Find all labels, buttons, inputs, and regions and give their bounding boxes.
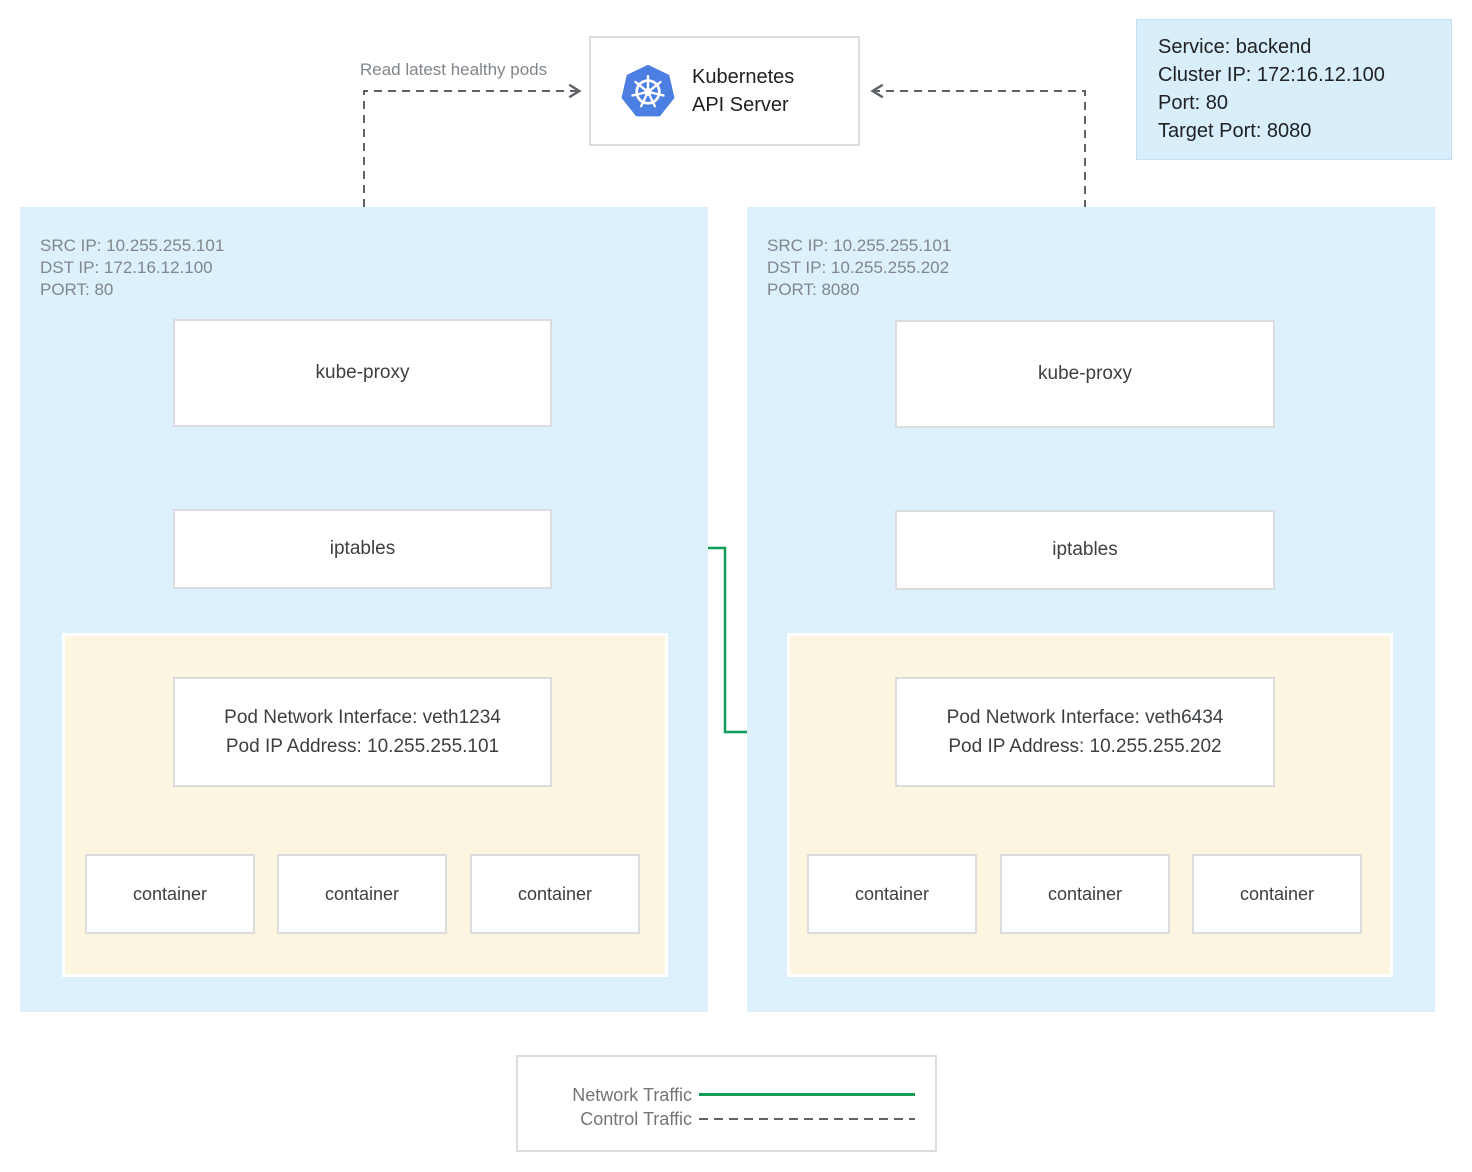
service-cluster-ip: Cluster IP: 172:16.12.100 [1158,64,1385,86]
pod-left-ip: Pod IP Address: 10.255.255.101 [225,736,500,757]
pod-right-interface: Pod Network Interface: veth6434 [946,707,1224,728]
node-left-dst-ip: DST IP: 172.16.12.100 [40,258,213,277]
container-box: container [807,854,977,934]
node-left: SRC IP: 10.255.255.101 DST IP: 172.16.12… [20,207,708,1012]
api-server-title: Kubernetes API Server [692,63,794,119]
pod-interface-box-right: Pod Network Interface: veth6434 Pod IP A… [895,677,1275,787]
legend-box: Network Traffic Control Traffic [516,1055,937,1152]
api-server-box: Kubernetes API Server [589,36,860,146]
node-left-header: SRC IP: 10.255.255.101 DST IP: 172.16.12… [40,235,224,301]
read-latest-healthy-pods-label: Read latest healthy pods [360,60,548,79]
node-right: SRC IP: 10.255.255.101 DST IP: 10.255.25… [747,207,1435,1012]
container-box: container [277,854,447,934]
legend-network-traffic-label: Network Traffic [572,1085,692,1105]
api-server-title-line2: API Server [692,94,789,116]
service-info-card: Service: backend Cluster IP: 172:16.12.1… [1136,19,1452,160]
container-box: container [1192,854,1362,934]
node-right-port: PORT: 8080 [767,280,860,299]
legend-control-traffic-line [699,1118,915,1120]
container-box: container [470,854,640,934]
node-right-src-ip: SRC IP: 10.255.255.101 [767,236,952,255]
service-target-port: Target Port: 8080 [1158,120,1312,142]
node-left-port: PORT: 80 [40,280,114,299]
pod-left-interface: Pod Network Interface: veth1234 [224,707,501,728]
container-box: container [85,854,255,934]
service-name: Service: backend [1158,36,1312,58]
kube-proxy-box-left: kube-proxy [173,319,552,427]
kube-proxy-box-right: kube-proxy [895,320,1275,428]
service-port: Port: 80 [1158,92,1229,114]
pod-interface-box-left: Pod Network Interface: veth1234 Pod IP A… [173,677,552,787]
node-right-header: SRC IP: 10.255.255.101 DST IP: 10.255.25… [767,235,951,301]
node-left-src-ip: SRC IP: 10.255.255.101 [40,236,225,255]
pod-right-ip: Pod IP Address: 10.255.255.202 [948,736,1222,757]
kubernetes-helm-icon [621,64,675,117]
container-box: container [1000,854,1170,934]
iptables-box-right: iptables [895,510,1275,590]
node-right-dst-ip: DST IP: 10.255.255.202 [767,258,950,277]
legend-control-traffic-label: Control Traffic [580,1109,692,1129]
iptables-box-left: iptables [173,509,552,589]
legend-network-traffic-line [699,1093,915,1096]
api-server-title-line1: Kubernetes [692,66,795,88]
